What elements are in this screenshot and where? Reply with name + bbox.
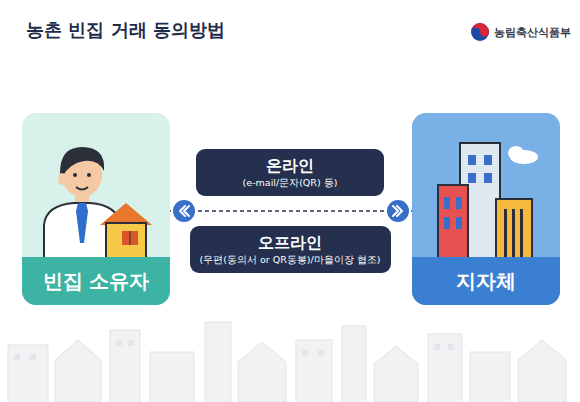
arrow-circle [172, 199, 196, 223]
ministry-label: 농림축산식품부 [494, 25, 571, 40]
node-label: 빈집 소유자 [43, 268, 150, 295]
arrow-badge [386, 199, 410, 223]
method-pill: 온라인(e-mail/문자(QR) 등) [196, 149, 384, 196]
method-detail: (e-mail/문자(QR) 등) [243, 176, 338, 189]
node-label: 지자체 [456, 268, 516, 295]
owner-box: 빈집 소유자 [22, 113, 170, 305]
diagram-title: 농촌 빈집 거래 동의방법 [26, 18, 225, 42]
method-title: 온라인 [266, 156, 314, 176]
label-band: 빈집 소유자 [22, 257, 170, 305]
arrow-chevron [393, 206, 402, 216]
label-band: 지자체 [412, 257, 560, 305]
dashed-connector [170, 210, 412, 212]
method-detail: (우편(동의서 or QR동봉)/마을이장 협조) [200, 253, 381, 266]
method-title: 오프라인 [258, 233, 322, 253]
arrow-circle [386, 199, 410, 223]
ministry-emblem [470, 22, 490, 42]
arrow-chevron [180, 206, 189, 216]
government-box: 지자체 [412, 113, 560, 305]
city-buildings-illustration [412, 113, 560, 263]
arrow-badge [172, 199, 196, 223]
owner-illustration [22, 113, 170, 263]
method-pill: 오프라인(우편(동의서 or QR동봉)/마을이장 협조) [190, 226, 391, 273]
